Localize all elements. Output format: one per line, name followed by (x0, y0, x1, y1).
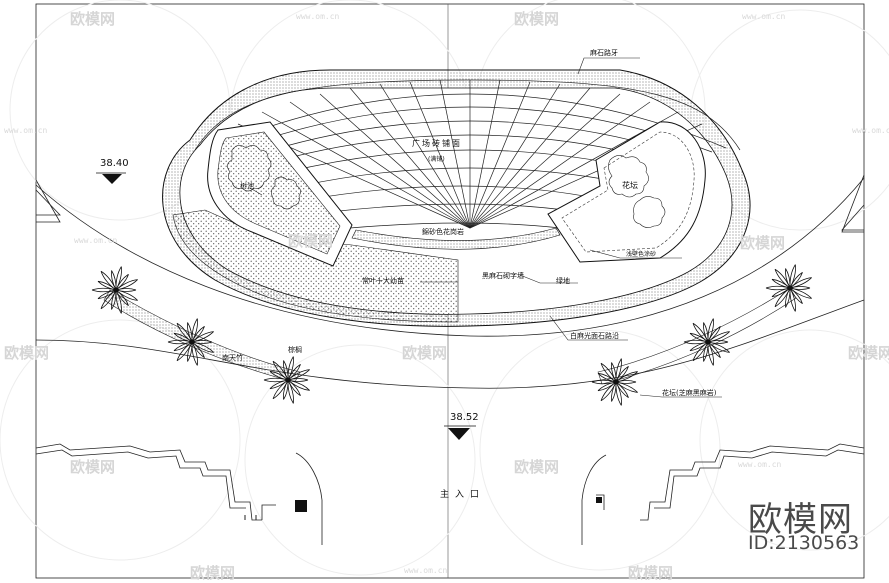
label-flower-bed-caption: 花坛(芝麻黑麻岩) (662, 388, 717, 397)
watermark: 欧模网 (402, 344, 448, 362)
label-main-entrance: 主入口 (440, 488, 485, 500)
watermark-url: www.om.cn (742, 12, 786, 21)
label-granite-wall: 黑麻石砌字墙 (482, 271, 524, 280)
elevation-center-label: 38.52 (450, 412, 479, 423)
plaza-paving-grid (194, 79, 741, 229)
watermark-url: www.om.cn (74, 236, 118, 245)
palm-trees (91, 264, 812, 406)
label-paint-rock: 浅壁色涂砂 (626, 250, 656, 258)
label-herringbone: (满铺) (428, 155, 445, 163)
elevation-marker-center: 38.52 (444, 412, 479, 440)
watermark: 欧模网 (514, 458, 560, 476)
watermark: 欧模网 (628, 564, 674, 582)
label-green-area: 绿地 (556, 276, 570, 285)
watermark: 欧模网 (848, 344, 889, 362)
label-white-granite-curb: 白麻光面石路沿 (570, 331, 619, 340)
road-curves (35, 177, 865, 389)
label-tree-pool: 树池 (240, 181, 254, 190)
watermark-url: www.om.cn (852, 126, 889, 135)
palm-tree-icon (263, 356, 310, 404)
watermark-url: www.om.cn (738, 460, 782, 469)
label-shrub-ring: 常叶十大幼苗 (362, 276, 404, 285)
shrub-planting-area (172, 209, 459, 323)
palm-tree-icon (591, 358, 638, 406)
palm-tree-icon (683, 318, 730, 366)
label-flower-bed: 花坛 (622, 180, 638, 190)
watermark-url: www.om.cn (4, 126, 48, 135)
brand-id: ID:2130563 (748, 532, 860, 554)
palm-tree-icon (91, 266, 138, 314)
palm-tree-icon (765, 264, 812, 312)
label-bamboo: 南天竹 (222, 353, 243, 362)
palm-tree-icon (167, 318, 214, 366)
leader-lines (249, 57, 722, 398)
label-rock-wall: 錦砂色花岗岩 (422, 227, 464, 236)
building-outlines (35, 443, 865, 545)
watermark: 欧模网 (740, 234, 786, 252)
label-palm: 棕榈 (288, 345, 302, 354)
watermark: 欧模网 (514, 10, 560, 28)
granite-wall-band (351, 227, 561, 250)
label-curb-stone: 麻石路牙 (590, 48, 618, 57)
watermark: 欧模网 (190, 564, 236, 582)
watermark: 欧模网 (70, 458, 116, 476)
watermark: 欧模网 (4, 344, 50, 362)
elevation-marker-left: 38.40 (96, 158, 129, 184)
planting-cloud-outlines (227, 145, 666, 228)
watermark-url: www.om.cn (296, 12, 340, 21)
drawing-frame (35, 3, 865, 579)
elevation-left-label: 38.40 (100, 158, 129, 169)
watermark-url: www.om.cn (404, 566, 448, 575)
brand-name: 欧模网 (748, 500, 853, 540)
watermark: 欧模网 (288, 232, 334, 250)
label-plaza-paving: 广场砖铺面 (412, 138, 462, 148)
watermark: 欧模网 (70, 10, 116, 28)
